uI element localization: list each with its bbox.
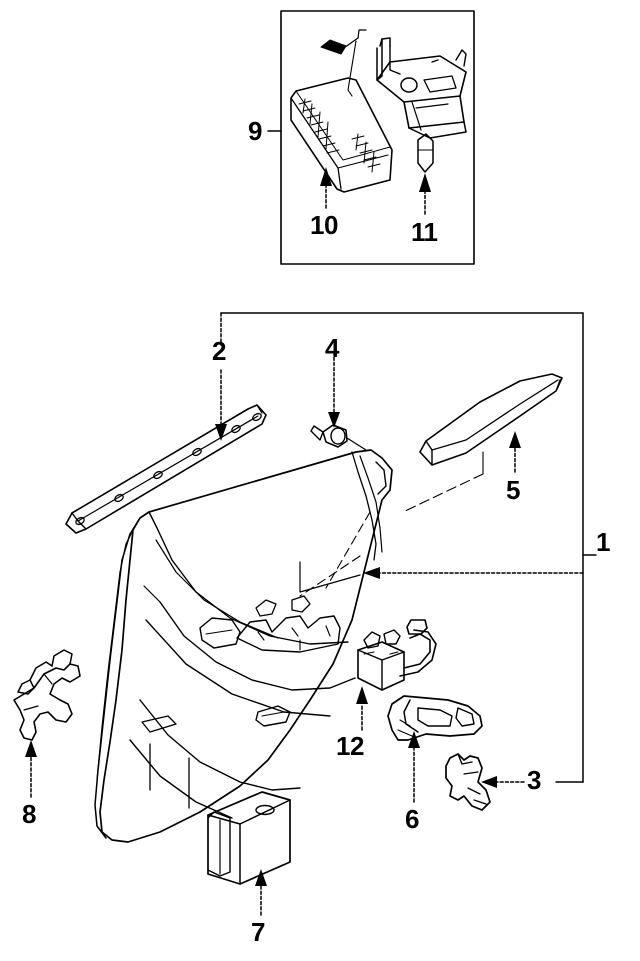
armrest-pad — [290, 77, 393, 193]
door-pull-handle-bezel — [387, 695, 483, 741]
upper-garnish-trim — [402, 373, 563, 513]
door-trim-panel-main — [94, 449, 393, 843]
upper-trim-molding-strip — [65, 404, 267, 534]
callout-label-6: 6 — [405, 804, 419, 834]
callout-label-1: 1 — [596, 527, 610, 557]
callout-3-leader — [481, 776, 525, 788]
callout-bracket-main — [220, 312, 597, 783]
push-pin-fastener — [310, 424, 367, 451]
callout-label-10: 10 — [310, 210, 338, 240]
callout-label-9: 9 — [248, 116, 262, 146]
control-module-box — [207, 791, 291, 885]
detail-inset-box — [280, 10, 475, 265]
armrest-grommet — [411, 101, 434, 173]
callout-label-3: 3 — [527, 765, 541, 795]
callout-8-leader — [25, 740, 37, 798]
door-lock-bracket — [13, 649, 81, 741]
armrest-base-bracket — [376, 37, 467, 139]
callout-label-12: 12 — [336, 731, 364, 761]
callout-label-5: 5 — [506, 475, 520, 505]
power-window-switch-harness — [357, 619, 437, 691]
callout-2-leader — [215, 312, 227, 441]
callout-4-leader — [328, 351, 340, 428]
callout-12-leader — [356, 686, 368, 731]
callout-label-8: 8 — [22, 799, 36, 829]
retainer-clip-lower — [445, 753, 491, 811]
callout-1-leader — [363, 567, 584, 579]
callout-label-7: 7 — [251, 917, 265, 947]
inset-screw-fastener — [320, 29, 367, 97]
callout-5-leader — [509, 431, 521, 473]
callout-7-leader — [255, 869, 267, 916]
callout-label-4: 4 — [325, 333, 339, 363]
callout-label-11: 11 — [411, 217, 438, 247]
callout-11-leader — [419, 173, 431, 215]
callout-label-2: 2 — [212, 336, 226, 366]
callout-10-leader — [320, 167, 332, 209]
callout-6-leader — [408, 731, 420, 803]
